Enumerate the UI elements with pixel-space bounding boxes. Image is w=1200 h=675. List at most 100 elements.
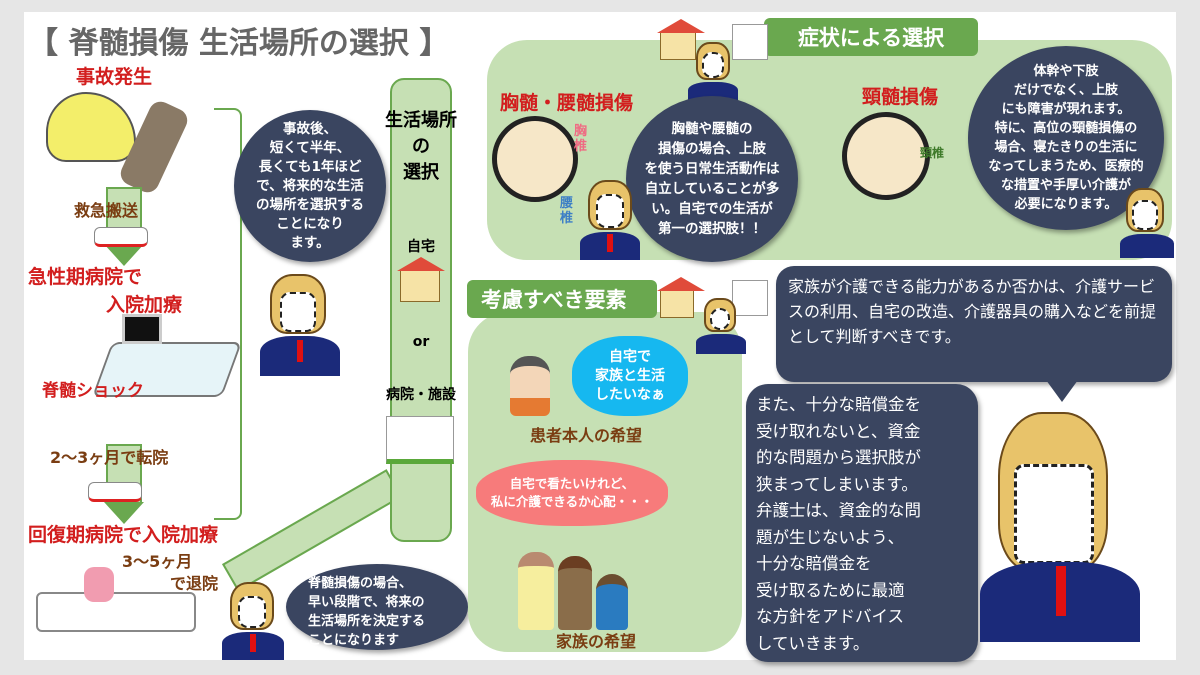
- page-title: 【 脊髄損傷 生活場所の選択 】: [28, 26, 450, 61]
- family-wish-caption: 家族の希望: [556, 632, 637, 651]
- factors-label: 考慮すべき要素: [467, 280, 657, 318]
- cervical-vertebra-label: 頸椎: [920, 146, 945, 160]
- bubble-line: ます。: [290, 234, 330, 251]
- recovery-hospital-label: 回復期病院で入院加療: [28, 524, 219, 546]
- bubble-line: 自立していることが多: [644, 181, 780, 197]
- patient-thought-cloud: 自宅で家族と生活したいなぁ: [572, 336, 688, 416]
- bubble-line: で、将来的な生活: [256, 177, 364, 194]
- advice-line: な方針をアドバイス: [756, 607, 905, 626]
- advice-line: 狭まってしまいます。: [756, 474, 918, 494]
- nurse-illustration: [84, 567, 114, 602]
- bubble-timing: 事故後、短くて半年、長くても1年ほどで、将来的な生活の場所を選択することになりま…: [234, 110, 386, 262]
- hospital-icon: [386, 416, 454, 464]
- thought-line: 私に介護できるか心配・・・: [490, 494, 654, 509]
- advice-line: 受け取れないと、資金: [756, 421, 921, 441]
- transfer-label: 2〜3ヶ月で転院: [50, 448, 169, 467]
- family-illustration: [518, 552, 634, 632]
- lawyer-mascot-bottom: [222, 582, 292, 660]
- choice-column: [390, 78, 452, 542]
- thoracic-vertebra-label: 胸椎: [574, 124, 588, 154]
- spine-thoracic-magnifier: [492, 116, 578, 202]
- choice-title: 生活場所の選択: [370, 108, 472, 186]
- bubble-line: ことになります: [308, 633, 400, 648]
- discharge-period-label: 3〜5ヶ月: [122, 552, 193, 571]
- acute-hospital-label: 急性期病院で: [28, 266, 143, 288]
- ambulance-label: 救急搬送: [74, 201, 139, 220]
- bubble-line: 長くても1年ほど: [258, 158, 362, 175]
- thought-line: 自宅で: [609, 348, 651, 365]
- bubble-line: 生活場所を決定する: [308, 614, 426, 629]
- advice-line: 的な問題から選択肢が: [756, 448, 921, 467]
- bubble-line: 脊髄損傷の場合、: [308, 576, 413, 591]
- bubble-line: 早い段階で、将来の: [308, 595, 425, 610]
- bubble-early-decision: 脊髄損傷の場合、早い段階で、将来の生活場所を決定することになります: [286, 564, 468, 650]
- bubble-line: 損傷の場合、上肢: [658, 141, 766, 157]
- cervical-title: 頸髄損傷: [862, 86, 939, 108]
- discharge-label: で退院: [170, 574, 219, 593]
- patient-illustration: [510, 356, 550, 416]
- thoracic-lumbar-title: 胸髄・腰髄損傷: [500, 92, 634, 114]
- monitor-icon: [122, 314, 162, 344]
- symptoms-label: 症状による選択: [764, 18, 978, 56]
- bubble-line: 胸髄や腰髄の: [671, 121, 753, 137]
- bubble-thoracic: 胸髄や腰髄の損傷の場合、上肢を使う日常生活動作は自立していることが多い。自宅での…: [626, 96, 798, 262]
- car-illustration: [46, 92, 136, 162]
- advice-line: していきます。: [756, 633, 870, 653]
- hospital-icon: [732, 24, 768, 60]
- advice-line: 弁護士は、資金的な問: [756, 501, 921, 520]
- bubble-line: 場合、寝たきりの生活に: [994, 140, 1138, 155]
- advice-bottom-bubble: また、十分な賠償金を受け取れないと、資金的な問題から選択肢が狭まってしまいます。…: [746, 384, 978, 662]
- advice-line: 受け取るために最適: [756, 580, 905, 600]
- advice-line: 題が生じないよう、: [756, 527, 905, 547]
- lawyer-mascot-center: [256, 274, 356, 384]
- bubble-line: 体幹や下肢: [1033, 64, 1099, 79]
- bubble-line: 事故後、: [283, 120, 337, 137]
- lawyer-mascot-symptoms: [684, 42, 744, 102]
- advice-top-bubble: 家族が介護できる能力があるか否かは、介護サービスの利用、自宅の改造、介護器具の購…: [776, 266, 1172, 382]
- lumbar-vertebra-label: 腰椎: [560, 196, 574, 226]
- slide: 【 脊髄損傷 生活場所の選択 】 事故発生 救急搬送 急性期病院で 入院加療 脊…: [24, 12, 1176, 662]
- accident-label: 事故発生: [76, 66, 153, 88]
- hospital-icon: [732, 280, 768, 316]
- bubble-line: にも障害が現れます。: [1001, 102, 1131, 117]
- house-icon: [657, 19, 705, 60]
- bubble-line: 特に、高位の頸髄損傷の: [994, 121, 1138, 136]
- bubble-line: を使う日常生活動作は: [644, 161, 780, 177]
- bubble-line: な措置や手厚い介護が: [1000, 178, 1131, 193]
- house-icon: [397, 257, 445, 302]
- home-option-label: 自宅: [407, 239, 435, 255]
- bubble-line: 第一の選択肢！！: [658, 221, 766, 237]
- family-thought-cloud: 自宅で看たいけれど、私に介護できるか心配・・・: [476, 460, 668, 526]
- facility-option-label: 病院・施設: [386, 387, 456, 403]
- thought-line: したいなぁ: [595, 386, 665, 403]
- timeline-bracket: [214, 108, 242, 520]
- ambulance-icon: [94, 227, 148, 247]
- choice-title-line: の: [412, 136, 430, 157]
- bubble-line: 短くて半年、: [269, 139, 351, 156]
- acute-admission-label: 入院加療: [106, 294, 183, 316]
- lawyer-mascot-thoracic: [580, 180, 644, 260]
- bubble-line: の場所を選択する: [256, 196, 364, 213]
- bubble-line: ことになり: [276, 215, 344, 232]
- advice-top-bubble-tail: [1046, 380, 1078, 402]
- patient-wish-caption: 患者本人の希望: [530, 426, 643, 445]
- lawyer-mascot-factors: [694, 298, 750, 354]
- advice-line: 十分な賠償金を: [756, 554, 872, 573]
- flow-arrow-2-head: [104, 502, 144, 524]
- ambulance-icon-2: [88, 482, 142, 502]
- choice-title-line: 生活場所: [385, 110, 457, 131]
- spine-cervical-magnifier: [842, 112, 930, 200]
- thought-line: 自宅で看たいけれど、: [509, 476, 635, 491]
- thought-line: 家族と生活: [595, 367, 665, 384]
- spinal-shock-label: 脊髄ショック: [42, 381, 144, 401]
- bubble-line: い。自宅での生活が: [651, 201, 773, 217]
- choice-title-line: 選択: [403, 162, 439, 183]
- bubble-line: 必要になります。: [1014, 197, 1118, 212]
- lawyer-mascot-large: [950, 402, 1180, 642]
- lawyer-mascot-cervical: [1120, 188, 1174, 258]
- bubble-line: だけでなく、上肢: [1013, 83, 1118, 98]
- flow-arrow-1-head: [104, 244, 144, 266]
- rehab-illustration: [36, 592, 196, 632]
- advice-line: また、十分な賠償金を: [756, 395, 921, 414]
- or-label: or: [412, 334, 430, 350]
